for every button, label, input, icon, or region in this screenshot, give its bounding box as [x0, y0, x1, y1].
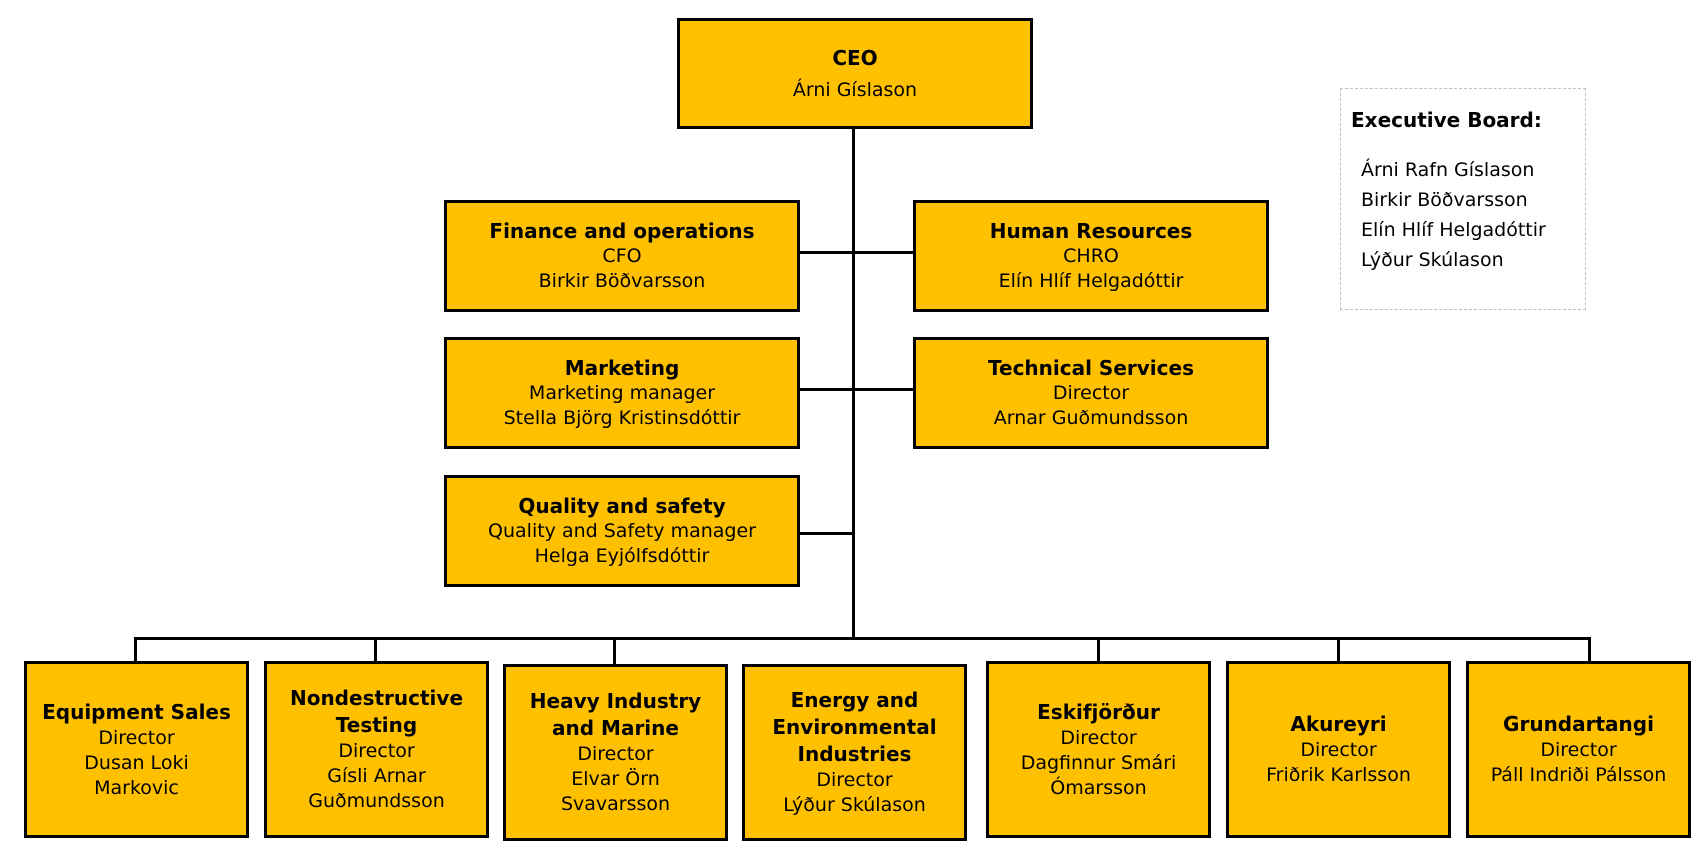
branch-bus-line [134, 637, 1590, 640]
eskifjordur-drop [1097, 637, 1100, 664]
grundartangi-title: Grundartangi [1503, 712, 1654, 736]
ndt-drop [374, 637, 377, 664]
technical-box: Technical Services Director Arnar Guðmun… [913, 337, 1269, 449]
grundartangi-box: Grundartangi Director Páll Indriði Pálss… [1466, 661, 1691, 838]
akureyri-name: Friðrik Karlsson [1266, 764, 1411, 786]
hr-title: Human Resources [989, 218, 1193, 243]
quality-box: Quality and safety Quality and Safety ma… [444, 475, 800, 587]
finance-role: CFO [602, 244, 642, 267]
quality-connector [797, 532, 853, 535]
heavy-drop [613, 637, 616, 667]
ndt-role: Director [338, 740, 415, 762]
eskifjordur-box: Eskifjörður Director Dagfinnur Smári Óma… [986, 661, 1211, 838]
energy-title-line3: Industries [797, 742, 912, 766]
ceo-trunk-line [852, 127, 855, 638]
hr-name: Elín Hlíf Helgadóttir [998, 269, 1184, 292]
hr-box: Human Resources CHRO Elín Hlíf Helgadótt… [913, 200, 1269, 312]
akureyri-title: Akureyri [1290, 712, 1387, 736]
executive-board-panel: Executive Board: Árni Rafn Gíslason Birk… [1340, 88, 1586, 310]
equipment-drop [134, 637, 137, 664]
ndt-box: Nondestructive Testing Director Gísli Ar… [264, 661, 489, 838]
finance-title: Finance and operations [489, 218, 755, 243]
ndt-name-line2: Guðmundsson [308, 790, 445, 812]
marketing-role: Marketing manager [528, 381, 716, 404]
board-member: Lýður Skúlason [1361, 249, 1504, 271]
heavy-box: Heavy Industry and Marine Director Elvar… [503, 664, 728, 841]
eskifjordur-name-line1: Dagfinnur Smári [1020, 751, 1177, 774]
marketing-connector [797, 388, 853, 391]
executive-board-title: Executive Board: [1351, 108, 1542, 132]
technical-name: Arnar Guðmundsson [993, 406, 1189, 429]
eskifjordur-name-line2: Ómarsson [1050, 776, 1147, 799]
marketing-title: Marketing [564, 355, 680, 380]
heavy-name-line1: Elvar Örn [571, 768, 660, 790]
akureyri-box: Akureyri Director Friðrik Karlsson [1226, 661, 1451, 838]
ndt-name-line1: Gísli Arnar [327, 765, 426, 787]
energy-role: Director [816, 769, 893, 791]
board-member: Elín Hlíf Helgadóttir [1361, 219, 1546, 241]
hr-role: CHRO [1063, 244, 1119, 267]
marketing-name: Stella Björg Kristinsdóttir [503, 406, 741, 429]
heavy-title-line2: and Marine [552, 716, 679, 740]
equipment-title: Equipment Sales [42, 699, 231, 724]
energy-name: Lýður Skúlason [783, 794, 926, 816]
akureyri-drop [1337, 637, 1340, 664]
quality-name: Helga Eyjólfsdóttir [534, 544, 710, 567]
quality-role: Quality and Safety manager [488, 519, 756, 542]
marketing-box: Marketing Marketing manager Stella Björg… [444, 337, 800, 449]
equipment-box: Equipment Sales Director Dusan Loki Mark… [24, 661, 249, 838]
equipment-name-line2: Markovic [94, 776, 179, 799]
energy-title-line1: Energy and [790, 688, 919, 712]
technical-connector [853, 388, 915, 391]
ceo-title: CEO [832, 45, 878, 70]
board-member: Birkir Böðvarsson [1361, 189, 1528, 211]
equipment-name-line1: Dusan Loki [84, 751, 189, 774]
quality-title: Quality and safety [518, 493, 726, 518]
heavy-name-line2: Svavarsson [560, 793, 671, 815]
ceo-box: CEO Árni Gíslason [677, 18, 1033, 129]
ndt-title-line1: Nondestructive [289, 686, 464, 710]
hr-connector [853, 251, 915, 254]
board-member: Árni Rafn Gíslason [1361, 159, 1535, 181]
finance-connector [797, 251, 853, 254]
grundartangi-drop [1588, 637, 1591, 664]
technical-title: Technical Services [988, 355, 1194, 380]
eskifjordur-title: Eskifjörður [1037, 699, 1160, 724]
finance-name: Birkir Böðvarsson [538, 269, 706, 292]
eskifjordur-role: Director [1060, 726, 1137, 749]
ceo-name: Árni Gíslason [792, 78, 918, 101]
heavy-title-line1: Heavy Industry [529, 689, 702, 713]
equipment-role: Director [98, 726, 175, 749]
grundartangi-name: Páll Indriði Pálsson [1490, 764, 1667, 786]
finance-box: Finance and operations CFO Birkir Böðvar… [444, 200, 800, 312]
energy-box: Energy and Environmental Industries Dire… [742, 664, 967, 841]
technical-role: Director [1052, 381, 1130, 404]
ndt-title-line2: Testing [335, 713, 418, 737]
akureyri-role: Director [1300, 739, 1377, 761]
heavy-role: Director [577, 743, 654, 765]
energy-title-line2: Environmental [772, 715, 937, 739]
grundartangi-role: Director [1540, 739, 1617, 761]
